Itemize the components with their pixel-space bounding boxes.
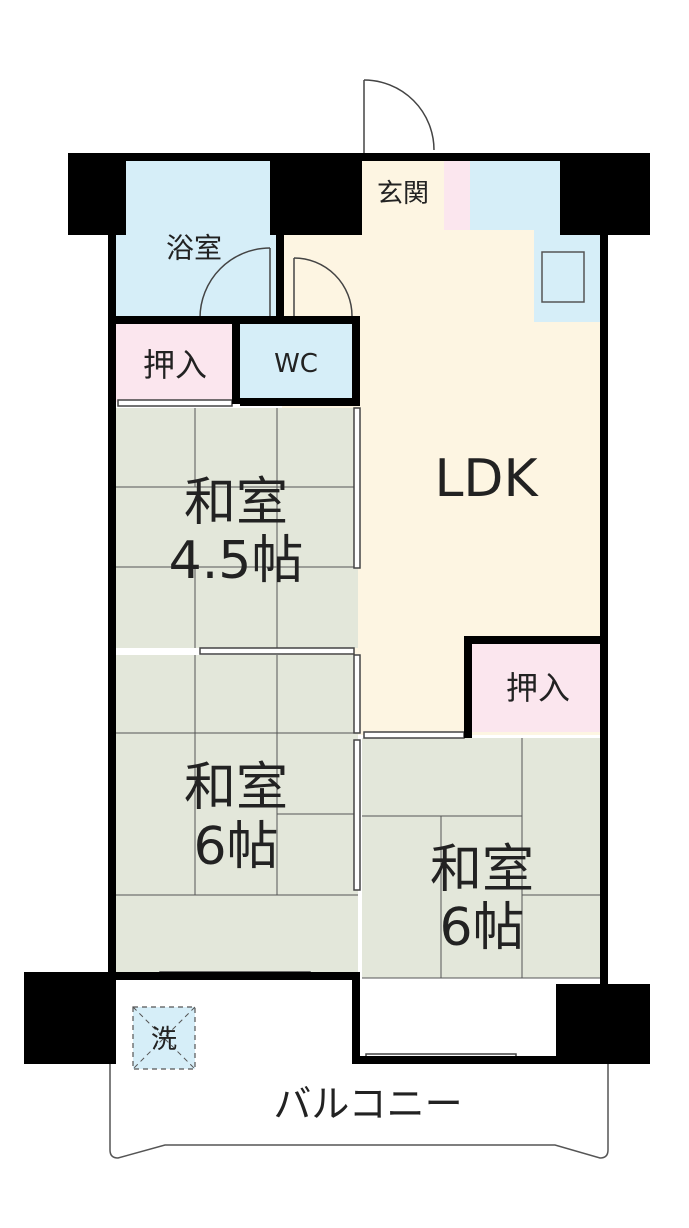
washer-cross-2 <box>132 1006 196 1070</box>
washitsu-right-name: 和室 <box>430 840 534 900</box>
balcony-label: バルコニー <box>273 1082 462 1126</box>
washitsu-right-size: 6帖 <box>439 898 524 958</box>
washer-cross-1 <box>132 1006 196 1070</box>
bath-area <box>112 160 280 320</box>
storage-right-label: 押入 <box>506 669 570 707</box>
washitsu-top-area <box>114 408 358 648</box>
wc-label: WC <box>274 349 318 379</box>
washitsu-top-name: 和室 <box>184 473 288 533</box>
sink <box>541 251 585 303</box>
storage-right-area <box>472 640 600 732</box>
balcony-outline <box>109 1064 609 1159</box>
entrance-area <box>362 160 444 230</box>
tatami-lines <box>114 408 600 979</box>
washitsu-top-size: 4.5帖 <box>169 531 304 591</box>
entrance-shoe-box <box>444 160 470 230</box>
ldk-label: LDK <box>434 449 539 509</box>
kitchen-area <box>470 160 602 322</box>
washitsu-left-name: 和室 <box>184 758 288 818</box>
walls <box>24 153 650 1064</box>
storage-top-left-area <box>114 322 234 402</box>
storage-top-left-label: 押入 <box>143 346 207 384</box>
washer-label: 洗 <box>151 1025 177 1055</box>
door-swings <box>199 79 435 319</box>
bath-label: 浴室 <box>166 232 222 265</box>
wc-area <box>238 322 354 400</box>
entrance-label: 玄関 <box>377 179 429 209</box>
washitsu-left-size: 6帖 <box>193 817 278 877</box>
